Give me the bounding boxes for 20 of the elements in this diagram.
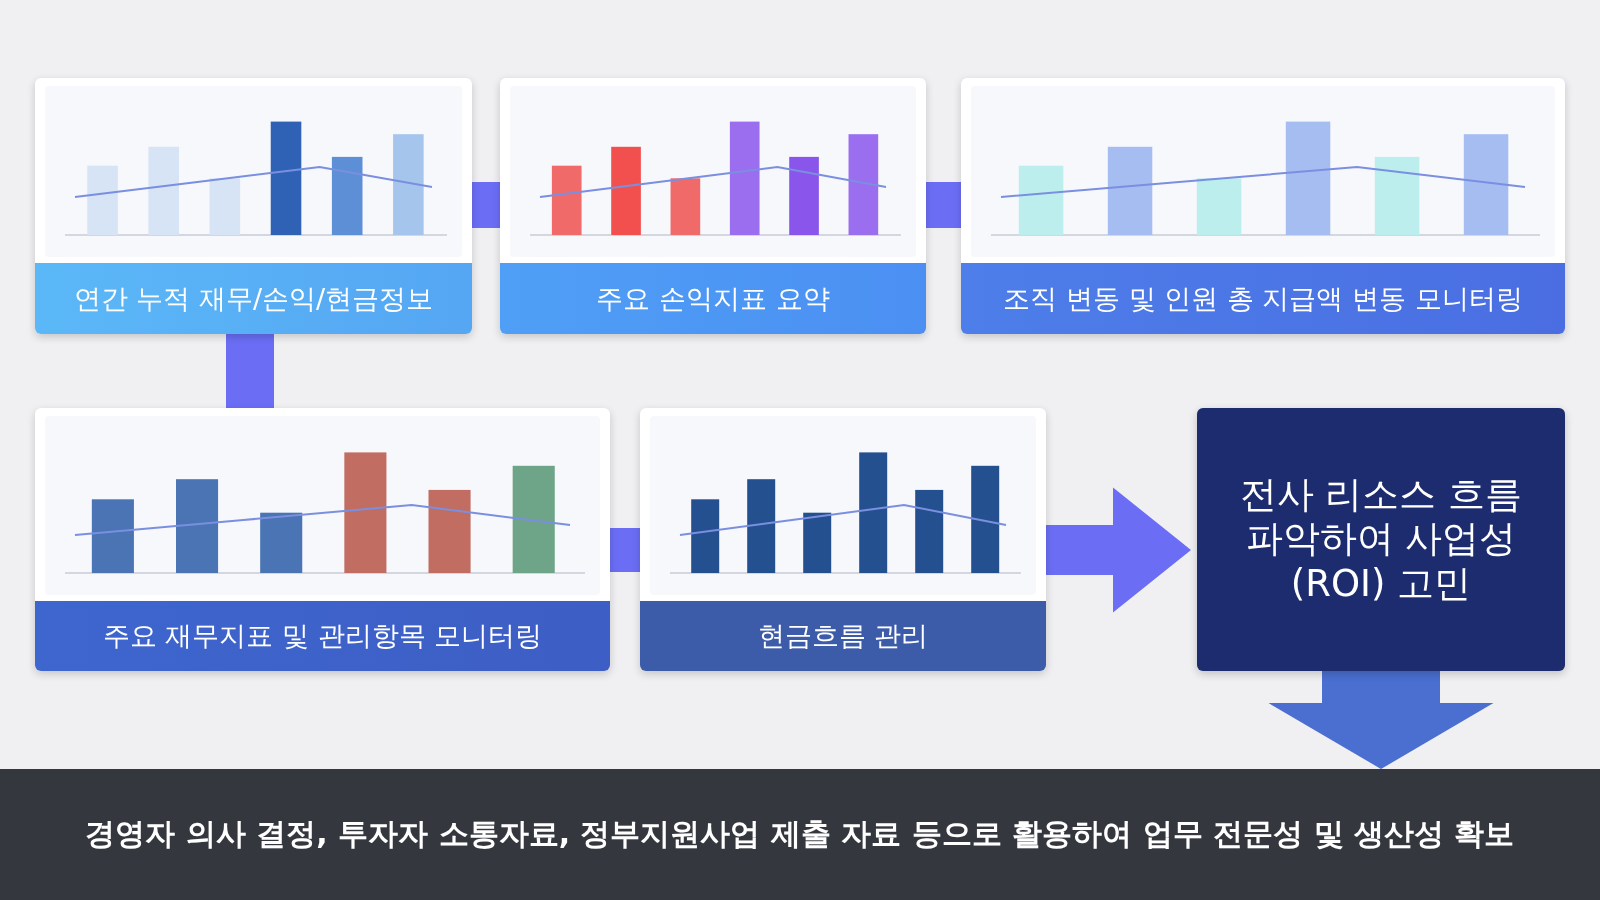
footer-banner [0,769,1600,900]
connector-bar [226,334,274,408]
card-title: 조직 변동 및 인원 총 지급액 변동 모니터링 [1003,281,1523,316]
card-title: 주요 손익지표 요약 [596,281,830,316]
dashboard-card [35,408,610,671]
connector-bar [610,528,640,572]
connector-bar [926,182,961,228]
block-arrow [1268,671,1494,769]
block-arrow [1046,487,1191,613]
dashboard-card [500,78,926,334]
banner-text: 경영자 의사 결정, 투자자 소통자료, 정부지원사업 제출 자료 등으로 활용하여 업무 전문성 및 생산성 확보 [85,815,1515,853]
card-title: 현금흐름 관리 [757,619,929,653]
connector-bar [472,182,500,228]
card-title: 주요 재무지표 및 관리항목 모니터링 [102,619,543,653]
card-title: 연간 누적 재무/손익/현금정보 [73,281,434,316]
dashboard-card [961,78,1565,334]
result-text: 전사 리소스 흐름 파악하여 사업성(ROI) 고민 [1238,472,1524,607]
dashboard-card [640,408,1046,671]
result-box [1197,408,1565,671]
dashboard-card [35,78,472,334]
